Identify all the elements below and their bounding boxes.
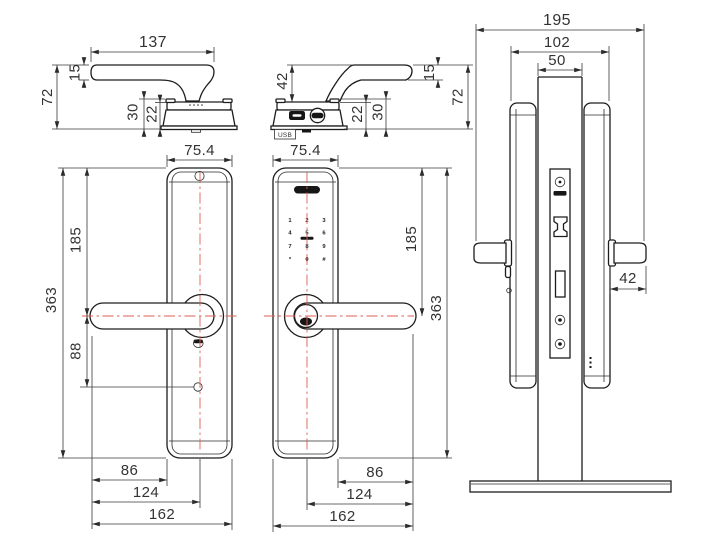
- dim-lever-length: 137: [139, 34, 167, 51]
- dim-overall-height: 72: [39, 88, 56, 106]
- dim-door-thickness: 50: [548, 52, 566, 69]
- exterior-profile-view: USB 42 15 72 22 30: [270, 57, 473, 140]
- key-hash: #: [322, 257, 326, 263]
- usb-label: USB: [278, 132, 292, 139]
- dim-top-to-handle: 185: [68, 227, 85, 253]
- key-1: 1: [288, 218, 292, 224]
- interior-rose-cap: [166, 101, 232, 111]
- dim-edge-to-lever: 86: [121, 462, 139, 479]
- exterior-front-view: 1 2 3 4 5 6 7 8 9 * 0 # 75.4 185: [264, 142, 452, 532]
- latch-bolt: [553, 216, 568, 238]
- dim-center-to-lever: 124: [133, 484, 159, 501]
- mortise-faceplate: [549, 168, 571, 359]
- dim-rose-body-height: 22: [144, 105, 161, 123]
- top-hole: [194, 170, 205, 181]
- interior-rose-body: [162, 109, 236, 127]
- key-star: *: [289, 257, 292, 263]
- interior-lever-side: [473, 242, 507, 264]
- cylinder-slot: [300, 317, 312, 326]
- dim-panel-height: 363: [43, 287, 60, 313]
- deadbolt: [554, 270, 566, 298]
- dim-overall-height: 72: [450, 88, 467, 106]
- edge-view: 195 102 50 42: [469, 12, 672, 493]
- interior-profile-view: 137 15 72 30 22: [39, 34, 238, 137]
- dim-rose-body-height: 22: [349, 105, 366, 123]
- reset-tab: [302, 129, 311, 133]
- dim-lever-depth: 42: [619, 270, 637, 287]
- key-9: 9: [322, 244, 326, 250]
- dim-panel-width: 75.4: [290, 142, 321, 159]
- exterior-rose-body: [272, 109, 344, 127]
- dim-rose-height: 30: [370, 103, 387, 121]
- dim-edge-to-lever: 86: [366, 464, 384, 481]
- interior-lever-profile: [90, 64, 215, 102]
- dim-lever-rise: 42: [274, 72, 291, 90]
- interior-front-view: 75.4 185 363 88 86 124 162: [43, 142, 238, 530]
- key-6: 6: [322, 231, 326, 237]
- key-8: 8: [305, 244, 309, 250]
- exterior-rose-cap: [276, 101, 340, 111]
- dim-panel-height: 363: [428, 295, 445, 321]
- strike-slot: [553, 191, 567, 196]
- dim-overall-depth: 195: [543, 12, 571, 29]
- dim-center-to-lever: 124: [346, 486, 372, 503]
- privacy-knob: [193, 339, 203, 344]
- sensor-window: [294, 186, 320, 194]
- dim-rose-height: 30: [125, 103, 142, 121]
- dim-lever-thickness: 15: [421, 64, 438, 82]
- dim-lever-thickness: 15: [67, 64, 84, 82]
- dim-handle-to-screw: 88: [68, 342, 85, 360]
- exterior-lever-profile: [324, 64, 413, 102]
- exterior-lever-side: [613, 242, 647, 264]
- exterior-body-side: [583, 102, 611, 389]
- interior-body-side: [509, 102, 537, 389]
- dim-panel-width: 75.4: [184, 142, 215, 159]
- dim-overall-reach: 162: [149, 506, 175, 523]
- dim-overall-reach: 162: [329, 508, 355, 525]
- dim-top-to-handle: 185: [403, 226, 420, 252]
- privacy-knob-side: [504, 265, 512, 279]
- dim-body-depth: 102: [544, 34, 570, 51]
- key-3: 3: [322, 218, 326, 224]
- key-4: 4: [288, 231, 292, 237]
- door-bottom-plate: [469, 480, 672, 493]
- key-7: 7: [288, 244, 291, 250]
